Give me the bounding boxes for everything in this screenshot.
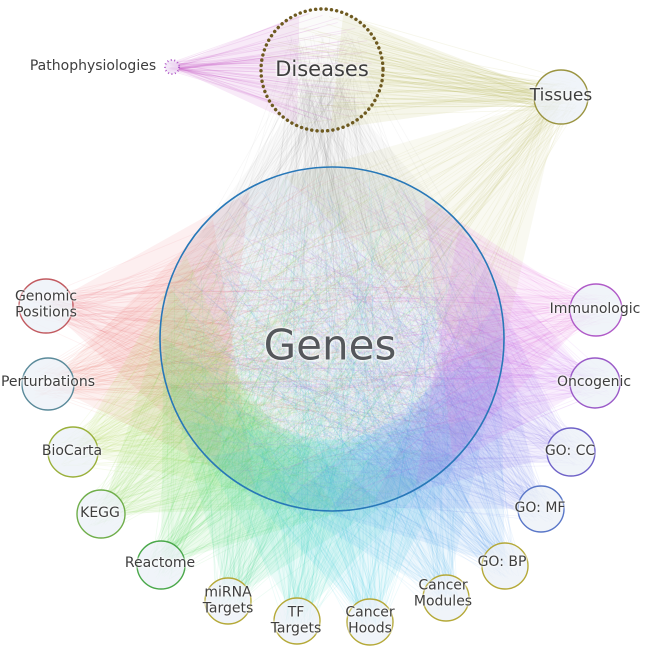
cancer-hoods-node-label[interactable]: Cancer Hoods: [345, 604, 395, 636]
pathophysiologies-node-circle[interactable]: [164, 59, 180, 75]
genomic-positions-node-label[interactable]: Genomic Positions: [14, 288, 78, 320]
edge-fan-reactome-to-genes: [146, 179, 492, 580]
edge-fan-immunologic-to-genes: [167, 174, 612, 507]
go-mf-node-label[interactable]: GO: MF: [514, 500, 566, 517]
kegg-node-circle[interactable]: [76, 489, 126, 539]
edge-fan-mirna-targets-to-genes: [169, 173, 487, 615]
edge-fan-genomic-positions-to-genes: [30, 174, 496, 502]
mirna-targets-node-label[interactable]: miRNA Targets: [202, 584, 254, 616]
tf-targets-node-circle[interactable]: [273, 597, 321, 645]
cancer-modules-node-circle[interactable]: [422, 574, 470, 622]
go-cc-node-circle[interactable]: [546, 427, 596, 477]
edge-fan-tissues-to-genes: [169, 81, 578, 494]
diseases-node-label[interactable]: Diseases: [275, 57, 369, 82]
edge-fan-diseases-to-genes: [165, 33, 496, 504]
biocarta-node-label[interactable]: BioCarta: [41, 443, 103, 460]
tissues-node-label[interactable]: Tissues: [529, 85, 593, 106]
tissues-node-circle[interactable]: [533, 69, 589, 125]
pathophysiologies-node-label[interactable]: Pathophysiologies: [29, 58, 157, 75]
diseases-node-circle[interactable]: [259, 7, 385, 133]
edge-fan-go-cc-to-genes: [164, 180, 586, 503]
perturbations-node-circle[interactable]: [21, 357, 75, 411]
genes-fill-wash: [160, 167, 504, 511]
edge-fan-cancer-hoods-to-genes: [163, 174, 495, 636]
edge-fan-tf-targets-to-genes: [185, 179, 498, 635]
go-bp-node-circle[interactable]: [481, 542, 529, 590]
immunologic-node-label[interactable]: Immunologic: [549, 301, 641, 318]
tf-targets-node-label[interactable]: TF Targets: [270, 604, 322, 636]
biocarta-node-circle[interactable]: [47, 426, 99, 478]
edge-fan-go-mf-to-genes: [172, 177, 555, 523]
genomic-positions-node-circle[interactable]: [18, 278, 74, 334]
immunologic-node-circle[interactable]: [569, 283, 623, 337]
oncogenic-node-circle[interactable]: [569, 357, 621, 409]
reactome-node-label[interactable]: Reactome: [124, 555, 196, 572]
edge-fan-perturbations-to-genes: [32, 171, 494, 506]
go-mf-node-circle[interactable]: [517, 485, 565, 533]
go-bp-node-label[interactable]: GO: BP: [477, 554, 527, 571]
edge-fan-tissues-to-diseases: [263, 14, 578, 130]
edge-fan-go-bp-to-genes: [176, 179, 520, 580]
kegg-node-label[interactable]: KEGG: [80, 505, 120, 522]
go-cc-node-label[interactable]: GO: CC: [544, 443, 596, 460]
mirna-targets-node-circle[interactable]: [204, 577, 252, 625]
cancer-modules-node-label[interactable]: Cancer Modules: [413, 577, 473, 609]
reactome-node-circle[interactable]: [136, 540, 186, 590]
genes-node-label[interactable]: Genes: [263, 320, 397, 370]
cancer-hoods-node-circle[interactable]: [346, 598, 394, 646]
oncogenic-node-label[interactable]: Oncogenic: [556, 374, 632, 391]
edge-fan-cancer-modules-to-genes: [172, 176, 497, 612]
edge-fan-biocarta-to-genes: [58, 181, 496, 504]
perturbations-node-label[interactable]: Perturbations: [0, 374, 96, 391]
genes-node-circle[interactable]: [159, 166, 505, 512]
